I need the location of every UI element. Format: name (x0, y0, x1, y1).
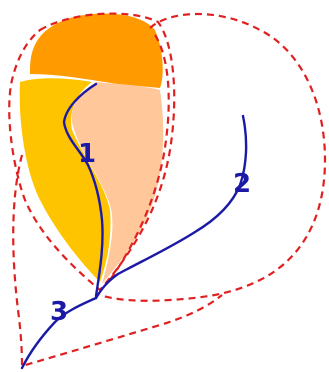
label-path-1: 1 (78, 139, 96, 169)
label-path-3: 3 (50, 297, 68, 327)
region-top (30, 14, 163, 88)
label-path-2: 2 (233, 169, 251, 199)
